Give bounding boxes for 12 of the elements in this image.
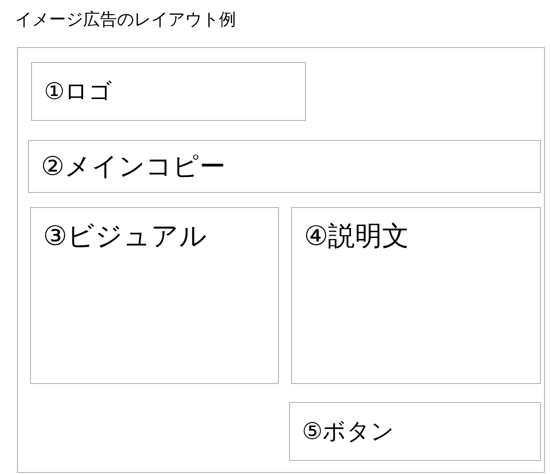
layout-region [291,207,541,384]
layout-frame [17,47,545,473]
layout-region [28,140,541,193]
region-label: ①ロゴ [44,78,113,107]
region-label: ④説明文 [304,220,410,254]
region-label: ③ビジュアル [43,220,208,254]
region-label: ⑤ボタン [302,418,395,447]
region-label: ②メインコピー [41,151,226,184]
layout-region [31,62,306,121]
diagram-title: イメージ広告のレイアウト例 [15,9,236,31]
layout-region [30,207,279,384]
layout-region [289,402,541,461]
